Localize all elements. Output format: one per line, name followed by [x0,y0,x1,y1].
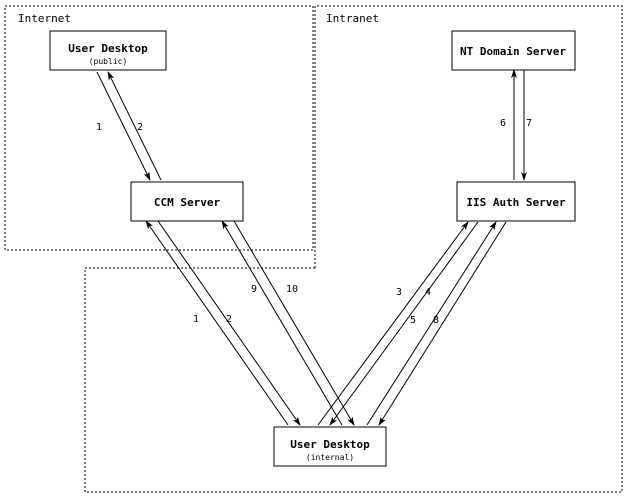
node-ccm-server[interactable] [130,181,244,222]
node-user-desktop-public[interactable] [49,30,167,71]
edge-label-auth-3: 3 [396,287,402,298]
edge-label-ccm-9: 9 [251,284,257,295]
edge-auth-3 [317,221,469,426]
edge-internal-1 [145,220,289,426]
node-user-desktop-internal-title: User Desktop [290,438,370,451]
edge-label-public-1: 1 [96,122,102,133]
edge-public-2 [107,71,162,181]
node-nt-domain-server-title: NT Domain Server [460,45,566,58]
node-user-desktop-internal-subtitle: (internal) [306,453,354,462]
node-iis-auth-server[interactable] [456,181,576,222]
node-user-desktop-public-title: User Desktop [68,42,148,55]
zone-intranet-boundary [84,5,623,493]
node-user-desktop-public-subtitle: (public) [89,57,128,66]
node-ccm-server-title: CCM Server [154,196,221,209]
node-iis-auth-server-title: IIS Auth Server [466,196,566,209]
edge-label-auth-5: 5 [410,315,416,326]
zone-intranet-label: Intranet [326,12,379,25]
zone-internet-boundary [4,5,314,251]
zone-internet-label: Internet [18,12,71,25]
edge-ccm-10 [233,220,355,426]
node-nt-domain-server[interactable] [451,30,576,71]
edge-label-internal-2: 2 [226,314,232,325]
edge-label-auth-4: 4 [425,287,431,298]
edge-auth-5 [366,221,497,426]
edge-label-domain-6: 6 [500,118,506,129]
edge-label-public-2: 2 [137,122,143,133]
edge-auth-4 [329,221,479,426]
edge-public-1 [96,71,151,181]
edge-label-ccm-10: 10 [286,284,298,295]
edge-label-domain-7: 7 [526,118,532,129]
edge-auth-8 [378,221,507,426]
node-user-desktop-internal[interactable] [273,426,387,467]
edge-label-internal-1: 1 [193,314,199,325]
edge-ccm-9 [221,220,343,426]
edge-internal-2 [157,220,301,426]
edge-label-auth-8: 8 [433,315,439,326]
